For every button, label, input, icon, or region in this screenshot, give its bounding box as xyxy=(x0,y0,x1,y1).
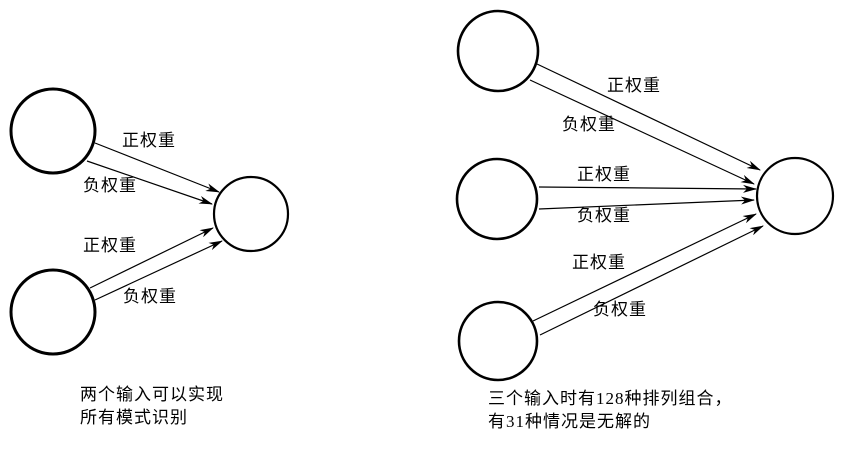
right-pos-weight-label-2: 正权重 xyxy=(577,165,631,184)
left-input-node-1 xyxy=(9,87,97,175)
left-caption: 两个输入可以实现 所有模式识别 xyxy=(80,383,224,429)
left-arrow-neg-weight-1 xyxy=(86,160,213,205)
right-arrow-neg-weight-3 xyxy=(539,225,764,336)
left-caption-line2: 所有模式识别 xyxy=(80,408,188,427)
right-arrow-pos-weight-2 xyxy=(538,184,757,193)
left-pos-weight-label-1: 正权重 xyxy=(122,131,176,150)
right-arrow-neg-weight-1 xyxy=(529,79,755,185)
right-arrow-pos-weight-1 xyxy=(536,63,761,171)
left-arrow-pos-weight-2 xyxy=(89,227,214,289)
left-pos-weight-label-2: 正权重 xyxy=(83,236,137,255)
left-arrow-pos-weight-1 xyxy=(94,142,220,193)
right-neg-weight-label-3: 负权重 xyxy=(593,300,647,319)
right-output-node xyxy=(755,156,835,236)
right-neg-weight-label-2: 负权重 xyxy=(577,206,631,225)
right-input-node-2 xyxy=(455,157,539,241)
right-input-node-1 xyxy=(456,9,540,93)
left-arrow-neg-weight-2 xyxy=(94,240,223,301)
right-arrow-neg-weight-2 xyxy=(538,196,755,210)
right-caption-line2: 有31种情况是无解的 xyxy=(488,412,651,431)
right-caption: 三个输入时有128种排列组合， 有31种情况是无解的 xyxy=(488,387,733,433)
right-caption-line1: 三个输入时有128种排列组合， xyxy=(488,389,733,408)
right-arrow-pos-weight-3 xyxy=(532,213,757,322)
left-neg-weight-label-1: 负权重 xyxy=(83,176,137,195)
right-pos-weight-label-1: 正权重 xyxy=(607,76,661,95)
left-caption-line1: 两个输入可以实现 xyxy=(80,385,224,404)
left-input-node-2 xyxy=(9,268,97,356)
right-pos-weight-label-3: 正权重 xyxy=(572,253,626,272)
left-neg-weight-label-2: 负权重 xyxy=(123,287,177,306)
right-input-node-3 xyxy=(457,300,539,382)
right-neg-weight-label-1: 负权重 xyxy=(562,115,616,134)
left-output-node xyxy=(212,175,290,253)
